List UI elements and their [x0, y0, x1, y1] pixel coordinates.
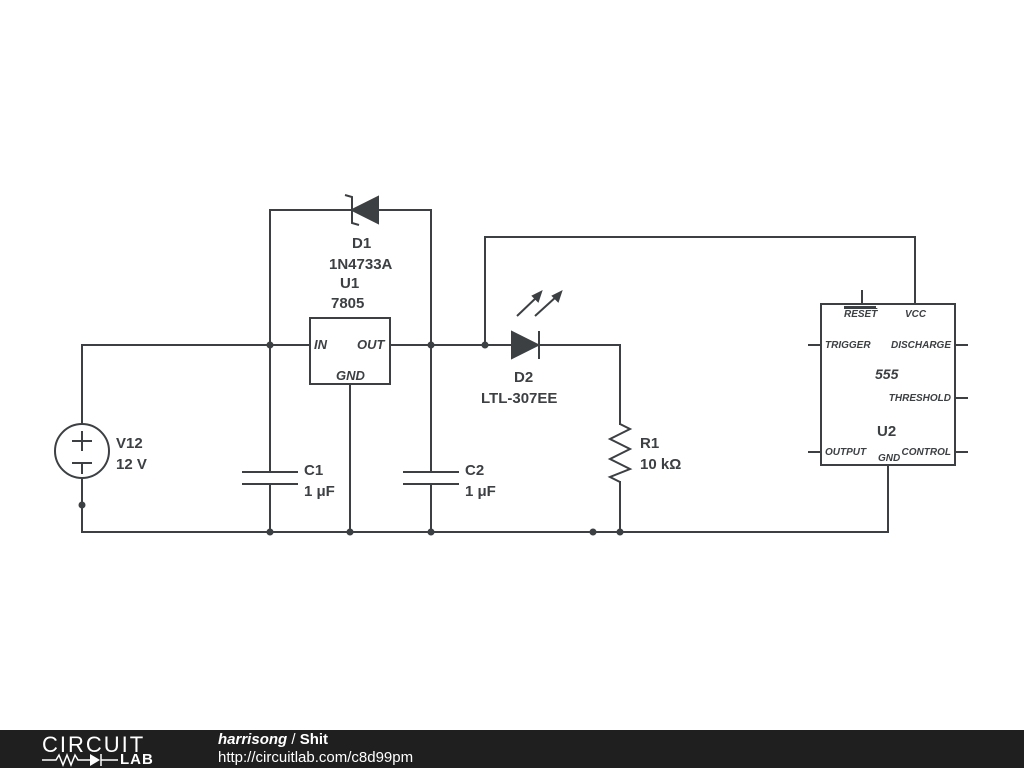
timer-ic-u2[interactable]: RESET VCC TRIGGER DISCHARGE THRESHOLD OU…: [808, 290, 968, 466]
u2-pin-gnd: GND: [878, 453, 900, 464]
author-title-separator: /: [287, 731, 300, 748]
v12-value-label: 12 V: [116, 456, 147, 473]
voltage-source-v12[interactable]: [54, 423, 110, 479]
u1-pin-in: IN: [314, 337, 328, 352]
d1-value-label: 1N4733A: [329, 256, 393, 273]
circuit-title: Shit: [299, 731, 329, 748]
u1-ref-label: U1: [340, 275, 359, 292]
d1-ref-label: D1: [352, 235, 371, 252]
junction-dots: [78, 341, 624, 536]
regulator-u1[interactable]: IN OUT GND: [309, 317, 391, 385]
c1-value-label: 1 μF: [304, 483, 335, 500]
c1-ref-label: C1: [304, 462, 323, 479]
c2-value-label: 1 μF: [465, 483, 496, 500]
resistor-r1[interactable]: [607, 423, 633, 483]
zener-diode-d1[interactable]: [344, 194, 379, 226]
u2-pin-control: CONTROL: [902, 447, 951, 458]
u2-ref-label: U2: [877, 423, 896, 440]
c2-ref-label: C2: [465, 462, 484, 479]
wires: [81, 209, 916, 533]
u2-pin-discharge: DISCHARGE: [891, 340, 951, 351]
u2-pin-trigger: TRIGGER: [825, 340, 871, 351]
logo-text-bottom: LAB: [120, 751, 154, 768]
circuit-url-link[interactable]: http://circuitlab.com/c8d99pm: [218, 749, 414, 766]
u2-pin-output: OUTPUT: [825, 447, 867, 458]
r1-ref-label: R1: [640, 435, 659, 452]
u1-pin-gnd: GND: [336, 368, 366, 383]
u1-value-label: 7805: [331, 295, 364, 312]
led-d2[interactable]: [511, 290, 563, 360]
u2-value-label: 555: [875, 366, 899, 382]
circuit-schematic: D1 1N4733A U1 7805 IN OUT GND D2 LTL-307…: [54, 194, 968, 536]
u2-pin-threshold: THRESHOLD: [889, 393, 951, 404]
footer-author-title: harrisong / Shit: [218, 731, 328, 748]
r1-value-label: 10 kΩ: [640, 456, 681, 473]
u2-pin-reset: RESET: [844, 309, 878, 320]
footer-bar: CIRCUIT LAB harrisong / Shit http://circ…: [0, 730, 1024, 768]
u2-pin-vcc: VCC: [905, 309, 927, 320]
logo-text-top: CIRCUIT: [42, 732, 146, 757]
capacitor-c1[interactable]: [242, 471, 298, 485]
resistor-diode-logo-icon: [42, 753, 118, 767]
d2-value-label: LTL-307EE: [481, 390, 557, 407]
capacitor-c2[interactable]: [403, 471, 459, 485]
circuitlab-logo[interactable]: CIRCUIT LAB: [42, 732, 182, 768]
u1-pin-out: OUT: [357, 337, 386, 352]
d2-ref-label: D2: [514, 369, 533, 386]
author-link[interactable]: harrisong: [218, 731, 288, 748]
v12-ref-label: V12: [116, 435, 143, 452]
